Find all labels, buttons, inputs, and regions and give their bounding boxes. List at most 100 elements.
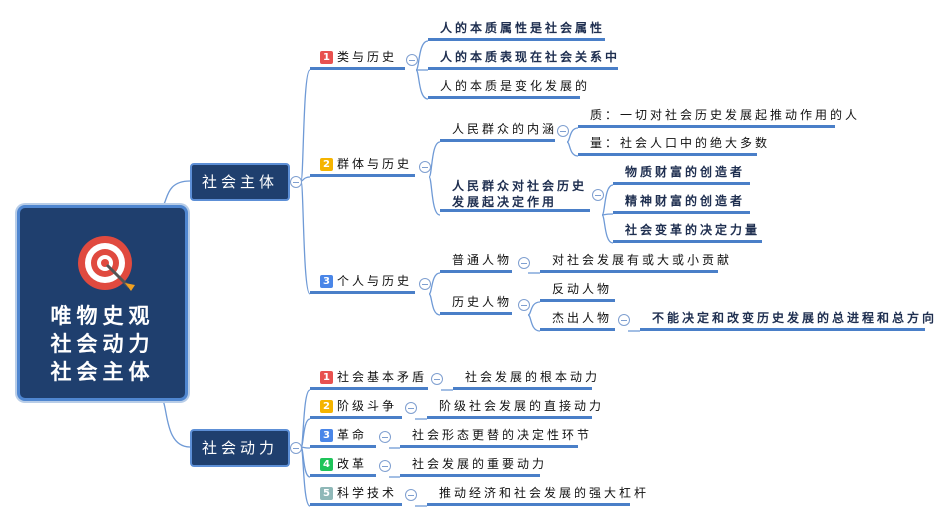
connector-line [428,176,441,216]
collapse-icon[interactable] [618,314,630,326]
connector-line [428,141,441,178]
power-item[interactable]: 3 革命 [310,427,376,448]
node-text: 杰出人物 [552,311,613,325]
leaf-node[interactable]: 社会发展的重要动力 [400,456,544,477]
leaf-node[interactable]: 质：一切对社会历史发展起推动作用的人 [578,107,857,128]
leaf-text: 人的本质表现在社会关系中 [440,50,621,64]
badge-1: 1 [320,371,333,384]
collapse-icon[interactable] [290,176,302,188]
collapse-icon[interactable] [557,125,569,137]
leaf-text: 社会发展的重要动力 [412,457,548,471]
root-title-line-2: 社会动力 [50,332,155,356]
connector-line [415,69,429,100]
connector-line [601,213,614,216]
node-text: 人民群众的内涵 [452,122,558,136]
leaf-node[interactable]: 不能决定和改变历史发展的总进程和总方向 [640,310,934,331]
topic-social-power[interactable]: 社会动力 [190,429,290,467]
collapse-icon[interactable] [379,431,391,443]
collapse-icon[interactable] [290,442,302,454]
leaf-text: 对社会发展有或大或小贡献 [552,253,733,267]
power-item-label: 阶级斗争 [337,399,398,413]
collapse-icon[interactable] [592,189,604,201]
leaf-node[interactable]: 人的本质属性是社会属性 [428,20,605,41]
leaf-node[interactable]: 社会变革的决定力量 [613,222,762,243]
leaf-node[interactable]: 反动人物 [540,281,615,302]
leaf-node[interactable]: 阶级社会发展的直接动力 [427,398,601,419]
connector-line [428,293,441,316]
leaf-node[interactable]: 量：社会人口中的绝大多数 [578,135,767,156]
target-icon [78,236,135,291]
collapse-icon[interactable] [431,373,443,385]
leaf-node[interactable]: 物质财富的创造者 [613,164,750,185]
leaf-text: 阶级社会发展的直接动力 [439,399,605,413]
node-historic-people[interactable]: 历史人物 [440,294,512,315]
collapse-icon[interactable] [405,402,417,414]
badge-1: 1 [320,51,333,64]
leaf-node[interactable]: 社会形态更替的决定性环节 [400,427,589,448]
collapse-icon[interactable] [518,299,530,311]
connector-line [300,389,311,448]
connector-line [159,180,191,208]
collapse-icon[interactable] [405,489,417,501]
connector-line [300,180,311,295]
connector-line [527,314,541,332]
leaf-text: 质：一切对社会历史发展起推动作用的人 [590,108,861,122]
connector-line [566,141,579,157]
node-people-meaning[interactable]: 人民群众的内涵 [440,121,555,142]
badge-2: 2 [320,158,333,171]
connector-line [300,446,311,449]
collapse-icon[interactable] [419,278,431,290]
connector-line [601,214,614,244]
leaf-text: 推动经济和社会发展的强大杠杆 [439,486,650,500]
badge-2: 2 [320,400,333,413]
leaf-text: 量：社会人口中的绝大多数 [590,136,771,150]
branch-group-history[interactable]: 2 群体与历史 [310,156,415,177]
leaf-text: 物质财富的创造者 [625,165,746,179]
leaf-node[interactable]: 精神财富的创造者 [613,193,750,214]
collapse-icon[interactable] [379,460,391,472]
root-node[interactable]: 唯物史观 社会动力 社会主体 [17,205,188,401]
collapse-icon[interactable] [518,257,530,269]
topic-social-subject[interactable]: 社会主体 [190,163,290,201]
badge-3: 3 [320,275,333,288]
branch-individual-history[interactable]: 3 个人与历史 [310,273,415,294]
node-people-role[interactable]: 人民群众对社会历史发展起决定作用 [440,178,590,212]
node-ordinary-people[interactable]: 普通人物 [440,252,512,273]
connector-line [601,184,614,216]
branch-label: 群体与历史 [337,157,413,171]
power-item[interactable]: 2 阶级斗争 [310,398,402,419]
leaf-node[interactable]: 推动经济和社会发展的强大杠杆 [427,485,646,506]
leaf-text: 不能决定和改变历史发展的总进程和总方向 [652,311,938,325]
connector-line [300,176,311,182]
node-outstanding-people[interactable]: 杰出人物 [540,310,615,331]
badge-4: 4 [320,458,333,471]
branch-class-history[interactable]: 1 类与历史 [310,49,405,70]
root-title-line-3: 社会主体 [50,360,155,384]
power-item-label: 改革 [337,457,368,471]
power-item-label: 革命 [337,428,368,442]
collapse-icon[interactable] [406,54,418,66]
root-title-line-1: 唯物史观 [50,304,155,328]
leaf-node[interactable]: 社会发展的根本动力 [453,369,597,390]
collapse-icon[interactable] [419,161,431,173]
leaf-text: 人的本质属性是社会属性 [440,21,606,35]
branch-label: 个人与历史 [337,274,413,288]
power-item-label: 科学技术 [337,486,398,500]
power-item[interactable]: 1 社会基本矛盾 [310,369,428,390]
connector-line [300,69,311,182]
leaf-node[interactable]: 对社会发展有或大或小贡献 [540,252,729,273]
leaf-node[interactable]: 人的本质是变化发展的 [428,78,587,99]
power-item-label: 社会基本矛盾 [337,370,428,384]
leaf-text: 社会变革的决定力量 [625,223,761,237]
power-item[interactable]: 4 改革 [310,456,376,477]
node-text: 普通人物 [452,253,513,267]
node-text: 历史人物 [452,295,513,309]
leaf-text: 社会发展的根本动力 [465,370,601,384]
badge-3: 3 [320,429,333,442]
branch-label: 类与历史 [337,50,398,64]
leaf-node[interactable]: 人的本质表现在社会关系中 [428,49,618,70]
leaf-text: 精神财富的创造者 [625,194,746,208]
